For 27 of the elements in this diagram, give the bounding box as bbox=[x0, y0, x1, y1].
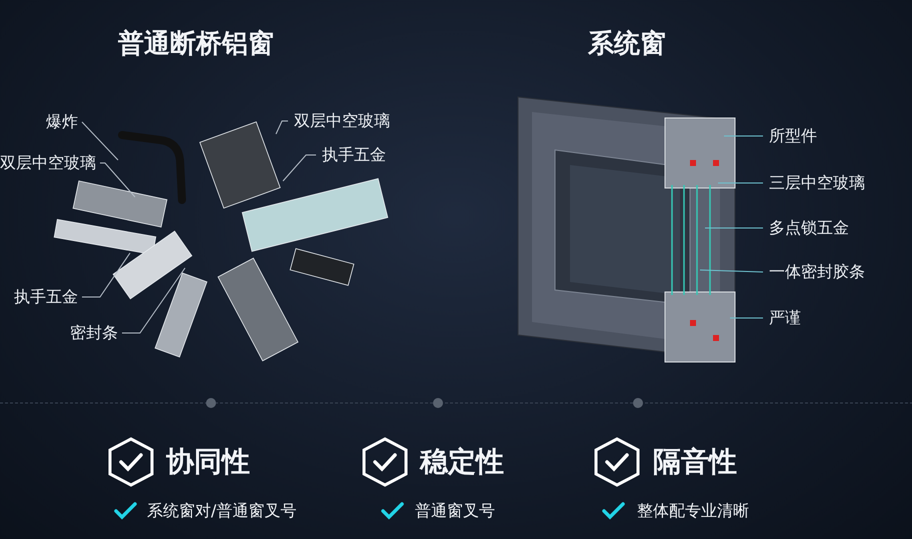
leader-line bbox=[100, 162, 136, 198]
callout-label: 密封条 bbox=[70, 323, 118, 343]
leader-line bbox=[82, 122, 118, 160]
callout-label: 严谨 bbox=[769, 308, 801, 328]
leader-line bbox=[718, 182, 764, 184]
feature-description: 系统窗对/普通窗叉号 bbox=[147, 501, 296, 522]
callout-label: 爆炸 bbox=[46, 112, 78, 132]
callout-label: 三层中空玻璃 bbox=[769, 173, 865, 193]
feature-description: 整体配专业清晰 bbox=[637, 501, 749, 522]
callout-label: 双层中空玻璃 bbox=[294, 111, 390, 131]
leader-line bbox=[282, 154, 316, 182]
feature-heading: 协同性 bbox=[166, 444, 250, 480]
leader-line bbox=[82, 252, 130, 298]
feature-heading: 稳定性 bbox=[420, 444, 504, 480]
callout-label: 多点锁五金 bbox=[769, 218, 849, 238]
callout-label: 执手五金 bbox=[322, 145, 386, 165]
callout-label: 一体密封胶条 bbox=[769, 262, 865, 282]
callout-label: 双层中空玻璃 bbox=[0, 153, 96, 173]
callout-label: 执手五金 bbox=[14, 287, 78, 307]
leader-line bbox=[700, 270, 764, 272]
leader-line bbox=[276, 120, 288, 134]
feature-heading: 隔音性 bbox=[653, 444, 737, 480]
leader-line bbox=[122, 268, 186, 334]
callout-label: 所型件 bbox=[769, 126, 817, 146]
feature-description: 普通窗叉号 bbox=[415, 501, 495, 522]
section-title: 普通断桥铝窗 bbox=[118, 28, 274, 61]
section-title: 系统窗 bbox=[588, 28, 666, 61]
